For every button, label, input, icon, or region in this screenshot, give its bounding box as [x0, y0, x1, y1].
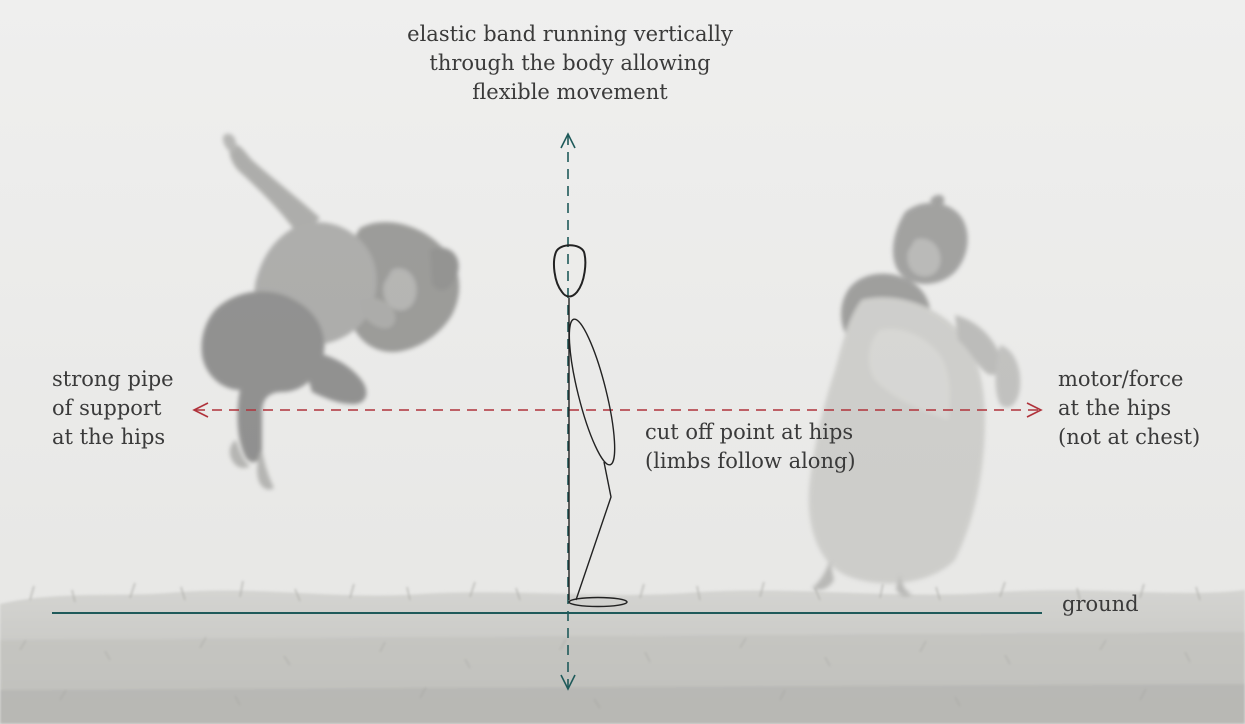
motor-force-label-line: at the hips — [1058, 394, 1200, 423]
cut-off-point-label-line: (limbs follow along) — [645, 447, 856, 476]
grass — [0, 581, 1245, 724]
motor-force-label-line: (not at chest) — [1058, 423, 1200, 452]
cut-off-point-label: cut off point at hips (limbs follow alon… — [645, 418, 856, 476]
strong-pipe-label-line: of support — [52, 394, 174, 423]
strong-pipe-label-line: at the hips — [52, 423, 174, 452]
strong-pipe-label-line: strong pipe — [52, 365, 174, 394]
motor-force-label: motor/force at the hips (not at chest) — [1058, 365, 1200, 452]
elastic-band-label-line: elastic band running vertically — [360, 20, 780, 49]
ground-label: ground — [1062, 590, 1139, 619]
cut-off-point-label-line: cut off point at hips — [645, 418, 856, 447]
elastic-band-label-line: flexible movement — [360, 78, 780, 107]
elastic-band-label: elastic band running vertically through … — [360, 20, 780, 107]
motor-force-label-line: motor/force — [1058, 365, 1200, 394]
strong-pipe-label: strong pipe of support at the hips — [52, 365, 174, 452]
elastic-band-label-line: through the body allowing — [360, 49, 780, 78]
